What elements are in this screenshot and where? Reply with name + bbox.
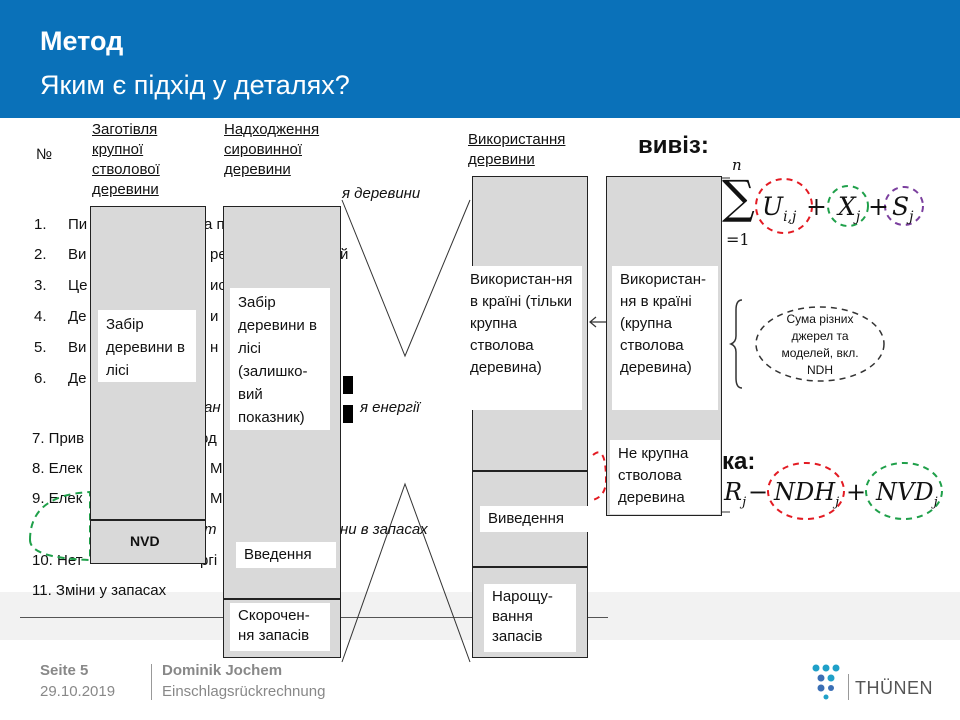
logo-divider [848, 674, 849, 700]
table-row-10-text: 10. Нет [32, 552, 83, 569]
col3-label: Використання деревини [468, 131, 566, 168]
col4-lower: Не крупна стволова деревина [610, 440, 720, 514]
col4-box: Використан-ня в країні (крупна стволова … [612, 266, 718, 410]
table-row-1-num: 1. [34, 216, 47, 233]
col1-nvd: NVD [130, 533, 160, 549]
footer-date: 29.10.2019 [40, 683, 116, 700]
thuenen-logo-icon [812, 664, 840, 700]
col2-intro: Введення [236, 542, 336, 568]
sum-symbol: ∑ [722, 170, 755, 224]
section-header-3: ни в запасах [340, 521, 428, 538]
table-row-2-num: 2. [34, 246, 47, 263]
table-row-8-text: 8. Елек [32, 460, 83, 477]
term-u: Ui,j [762, 192, 797, 225]
table-row-4-num: 4. [34, 308, 47, 325]
purple-dashed-circle-s [884, 186, 924, 226]
col3-growth: Нарощу-вання запасів [484, 584, 576, 652]
section-header-2: я енергії [360, 399, 420, 416]
plus-2: + [868, 192, 889, 221]
black-marker-1 [343, 376, 353, 394]
term-x: Xj [838, 192, 861, 225]
term-r: Rj [724, 478, 747, 510]
col2-divider [223, 598, 341, 600]
col3-divider-1 [472, 470, 588, 472]
header-bar: Метод Яким є підхід у деталях? [0, 0, 960, 118]
col1-bar [90, 206, 206, 564]
curly-brace [728, 299, 743, 389]
slide-subtitle: Яким є підхід у деталях? [40, 70, 350, 100]
row-9-fragment: М [210, 490, 223, 507]
row-2-fragment-b: й [340, 246, 349, 263]
section-header-1: я деревини [342, 185, 421, 202]
table-row-4-text: Де [68, 308, 87, 325]
green-dashed-circle-nvd [865, 462, 943, 520]
sum-lower-limit: =1 [726, 230, 750, 249]
plus-1: + [806, 192, 827, 221]
red-dashed-arc [592, 451, 608, 501]
table-row-11-text: 11. Зміни у запасах [32, 582, 167, 599]
table-row-2-text: Ви [68, 246, 87, 263]
table-row-3-num: 3. [34, 277, 47, 294]
thuenen-logo-text: THÜNEN [855, 678, 933, 698]
table-row-6-num: 6. [34, 370, 47, 387]
row-3-fragment: ис [210, 277, 226, 294]
table-row-7-text: 7. Прив [32, 430, 85, 447]
table-row-3-text: Це [68, 277, 88, 294]
col2-box: Забір деревини в лісі (залишко-вий показ… [230, 288, 330, 430]
row-4-fragment: и [210, 308, 219, 325]
green-dashed-ellipse-left [29, 490, 91, 562]
term-nvd: NVDj [876, 478, 938, 510]
export-label: вивіз: [638, 132, 709, 159]
green-dashed-circle-x [827, 185, 869, 227]
footer-project: Einschlagsrückrechnung [162, 683, 326, 700]
row-5-fragment: н [210, 339, 219, 356]
col2-bar [223, 206, 341, 658]
footer-divider [151, 664, 152, 700]
col3-divider-2 [472, 566, 588, 568]
connector-upper [341, 199, 471, 358]
table-row-6-text: Де [68, 370, 87, 387]
col1-label: Заготівля крупної стволової деревини [92, 121, 160, 198]
second-formula-label: ка: [722, 448, 756, 475]
col2-reduce: Скорочен-ня запасів [230, 603, 330, 651]
col3-bar [472, 176, 588, 658]
red-dashed-circle-ndh [767, 462, 845, 520]
arrow-head-left [589, 316, 597, 328]
table-row-5-num: 5. [34, 339, 47, 356]
note-dashed-ellipse [755, 306, 885, 382]
table-number-header: № [36, 146, 53, 163]
row-1-fragment: а п [204, 216, 225, 233]
term-ndh: NDHj [774, 478, 840, 510]
term-s: Sj [892, 192, 914, 225]
table-row-1-text: Пи [68, 216, 88, 233]
slide-title: Метод [40, 26, 124, 56]
note-text: Сума різних джерел та моделей, вкл. NDH [781, 312, 859, 377]
col1-divider [90, 519, 206, 521]
col3-box: Використан-ня в країні (тільки крупна ст… [462, 266, 582, 410]
plus-3: + [846, 478, 867, 506]
section-header-3b: т [204, 521, 217, 538]
section-header-2b: ан [204, 399, 221, 416]
table-row-5-text: Ви [68, 339, 87, 356]
footer-page: Seite 5 [40, 662, 89, 679]
black-marker-2 [343, 405, 353, 423]
col1-box: Забір деревини в лісі [98, 310, 196, 382]
sum-upper-limit: n [732, 156, 742, 174]
footer-author: Dominik Jochem [162, 662, 283, 679]
minus-sign: − [748, 478, 769, 506]
col2-label: Надходження сировинної деревини [224, 121, 320, 178]
row-8-fragment: М [210, 460, 223, 477]
col3-outro: Виведення [480, 506, 604, 532]
connector-lower [341, 482, 471, 663]
red-dashed-circle-u [755, 178, 813, 234]
